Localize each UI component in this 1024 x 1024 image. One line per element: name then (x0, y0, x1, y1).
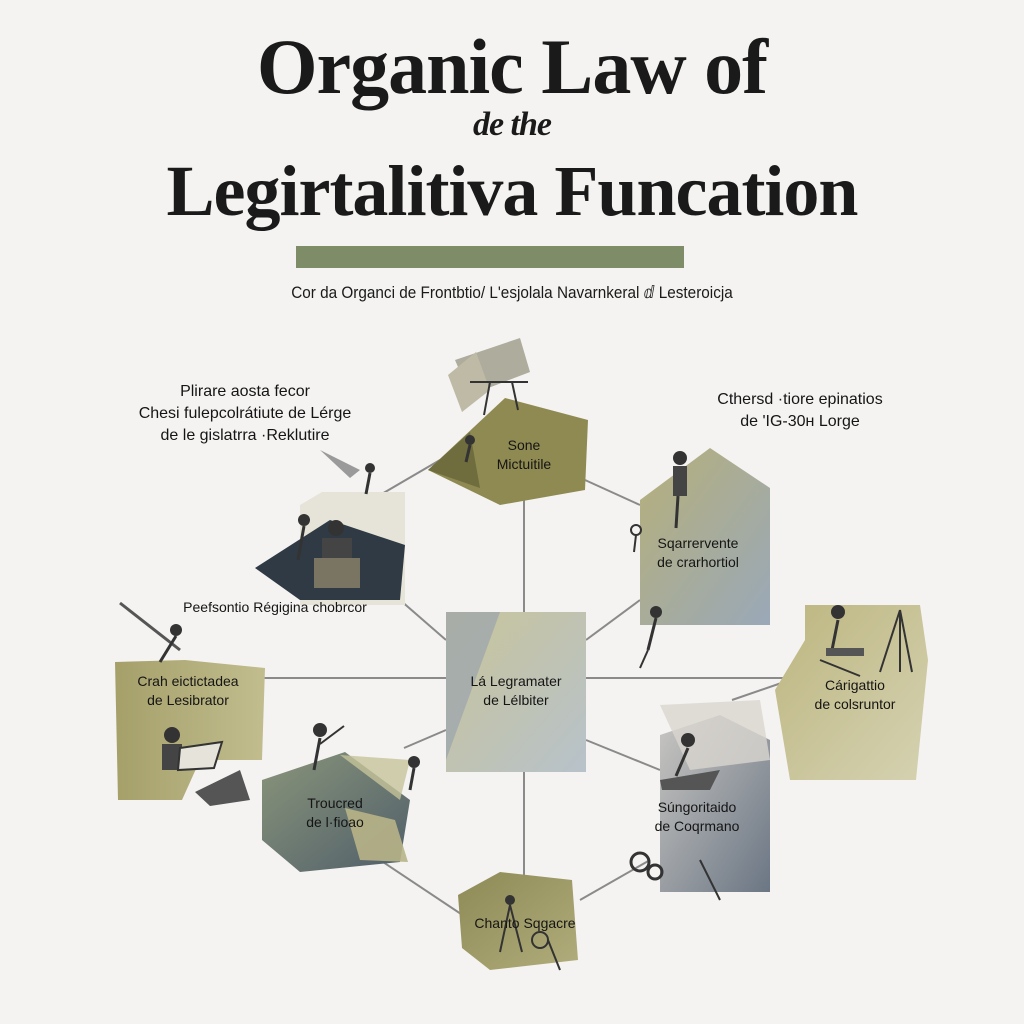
label-node-bottom: Chanto Sqgacre (455, 914, 595, 933)
line-lowerleft-bottom (379, 859, 471, 921)
subtitle: Cor da Organci de Frontbtio/ L'esjolala … (291, 283, 733, 302)
label-node-top-line-1: Sone (507, 437, 541, 453)
node-lower-left (195, 723, 420, 872)
callout-top-left-line-1: Plirare aosta fecor (180, 383, 310, 400)
label-node-left: Crah eictictadea de Lesibrator (108, 672, 268, 710)
connector-lines (262, 459, 800, 921)
node-right (775, 605, 928, 780)
label-node-top: Sone Mictuitile (464, 436, 584, 474)
line-center-lowerright (585, 739, 661, 771)
line-top-upperleft (379, 459, 441, 496)
callout-top-right-line-2: de 'IG-30ʜ Lorge (740, 413, 860, 430)
label-node-lower-right-line-2: de Coqrmano (654, 818, 740, 834)
label-node-upper-right-line-2: de crarhortiol (657, 554, 739, 570)
node-upper-left (255, 450, 405, 605)
label-node-right-line-2: de colsruntor (814, 696, 896, 712)
line-bottom-lowerright (579, 859, 651, 901)
line-center-upperleft (399, 599, 447, 641)
label-node-lower-left-line-1: Troucred (307, 795, 363, 811)
line-center-lowerleft (403, 729, 447, 749)
standing-figure-icon (630, 451, 687, 669)
callout-top-right: Cthersd ·tiore epinatios de 'IG-30ʜ Lorg… (690, 389, 910, 433)
label-node-lower-left-line-2: de l·fioao (306, 814, 364, 830)
label-node-top-line-2: Mictuitile (496, 456, 552, 472)
podium-scene-icon (296, 450, 375, 588)
easel-icon (448, 338, 530, 463)
label-node-lower-right-line-1: Súngoritaido (657, 799, 737, 815)
label-node-upper-right-line-1: Sqarrervente (657, 535, 739, 551)
node-upper-right (630, 448, 770, 669)
line-center-upperright (585, 599, 641, 641)
node-center (446, 612, 586, 772)
callout-top-right-line-1: Cthersd ·tiore epinatios (717, 391, 883, 408)
label-node-left-line-1: Crah eictictadea (137, 673, 239, 689)
label-node-bottom-line-1: Chanto Sqgacre (474, 915, 576, 931)
line-top-upperright (584, 479, 641, 506)
person-pointing-icon (195, 723, 420, 806)
label-node-lower-left: Troucred de l·fioao (270, 794, 400, 832)
label-node-center-line-1: Lá Legramater (470, 673, 562, 689)
node-bottom (458, 872, 578, 971)
scribe-figure-icon (119, 601, 224, 772)
callout-top-left-line-3: de le gislatrra ·Reklutire (160, 427, 330, 444)
surveyor-tripod-icon (819, 605, 913, 677)
label-node-right: Cárigattio de colsruntor (780, 676, 930, 714)
title-line-3: Legirtalitiva Funcation (166, 151, 859, 231)
label-node-lower-right: Súngoritaido de Coqrmano (622, 798, 772, 836)
label-node-left-line-2: de Lesibrator (147, 692, 229, 708)
compass-tools-icon (499, 895, 561, 971)
callout-mid-left: Peefsontio Régigina chobrcor (183, 599, 367, 615)
callout-top-left: Plirare aosta fecor Chesi fulepcolrátiut… (95, 381, 395, 447)
callout-top-left-line-2: Chesi fulepcolrátiute de Lérge (138, 405, 352, 422)
label-node-center: Lá Legramater de Lélbiter (446, 672, 586, 710)
label-node-center-line-2: de Lélbiter (483, 692, 549, 708)
node-top (428, 338, 588, 505)
label-node-upper-right: Sqarrervente de crarhortiol (628, 534, 768, 572)
accent-rule (296, 246, 684, 268)
node-lower-right (629, 700, 770, 901)
label-node-right-line-1: Cárigattio (825, 677, 885, 693)
worker-figure-icon (629, 733, 721, 901)
title-line-2: de the (472, 106, 552, 143)
title-line-1: Organic Law of (256, 23, 768, 110)
node-left (115, 601, 265, 800)
